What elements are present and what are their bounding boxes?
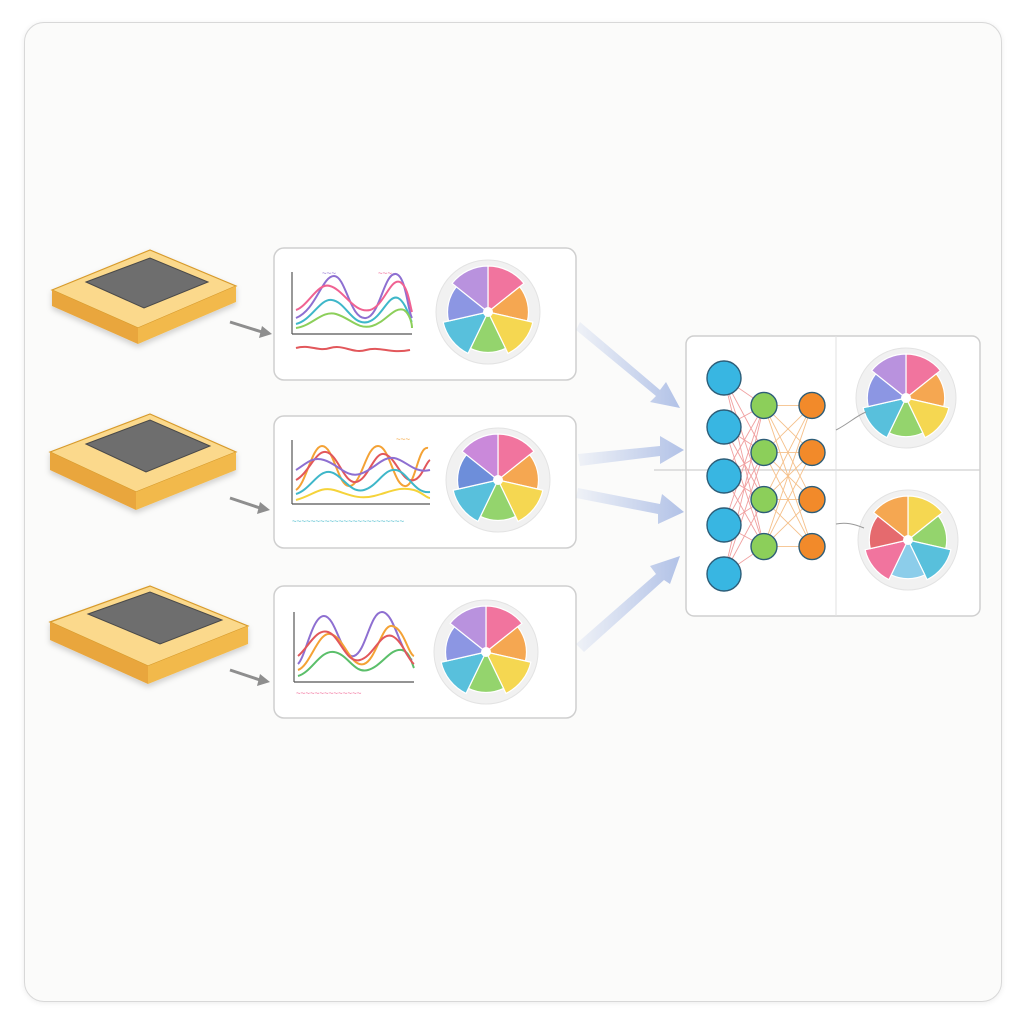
sensor-chip-icon [48, 585, 250, 684]
network-node [798, 532, 826, 561]
rose-petal [461, 433, 499, 482]
sensor-chip-icon [48, 413, 238, 510]
rose-petal [496, 479, 544, 523]
color-wheel-rose-chart-icon [435, 259, 541, 365]
rose-petal [870, 353, 907, 400]
svg-text:~~~: ~~~ [322, 269, 336, 278]
sensor-chip-icon [50, 249, 238, 344]
rose-petal [449, 605, 487, 654]
network-node [798, 391, 826, 420]
rose-petal [904, 397, 950, 439]
svg-text:~~~~~~~~~~~~~~: ~~~~~~~~~~~~~~ [296, 689, 362, 698]
arrow-right-icon [229, 320, 272, 338]
input-row-1: ~~~ ~~~ [50, 247, 577, 381]
color-wheel-rose-chart-icon [433, 599, 539, 705]
network-edge [763, 452, 813, 547]
network-node [706, 507, 742, 543]
svg-text:~~~: ~~~ [396, 435, 410, 444]
network-edge [763, 405, 813, 500]
color-wheel-rose-chart-icon [855, 347, 957, 449]
network-node [706, 360, 742, 396]
network-node [798, 485, 826, 514]
rose-petal [452, 479, 500, 523]
rose-hub [903, 535, 913, 545]
network-edge [723, 377, 765, 547]
rose-petal [440, 651, 488, 695]
rose-petal [872, 495, 909, 542]
color-wheel-rose-chart-icon [857, 489, 959, 591]
network-node [750, 438, 778, 467]
multi-wave-line-chart-icon: ~~~~~~~~~~~~~~ [293, 610, 415, 698]
network-node [798, 438, 826, 467]
network-node [750, 485, 778, 514]
network-node [750, 532, 778, 561]
output-panel [654, 335, 981, 617]
arrow-right-icon [229, 668, 270, 686]
network-edge [723, 405, 765, 575]
rose-petal [906, 539, 952, 581]
network-edge [763, 405, 813, 547]
network-node [706, 409, 742, 445]
svg-text:~~~~~~~~~~~~~~~~~~~~~~~~: ~~~~~~~~~~~~~~~~~~~~~~~~ [292, 517, 404, 526]
network-node [706, 458, 742, 494]
rose-petal [451, 265, 489, 314]
color-wheel-rose-chart-icon [445, 427, 551, 533]
network-edge [723, 377, 765, 500]
rose-petal [864, 539, 910, 581]
neural-network-icon [706, 360, 826, 592]
rose-hub [901, 393, 911, 403]
rose-petal [486, 311, 534, 355]
rose-petal [442, 311, 490, 355]
network-node [706, 556, 742, 592]
rose-hub [493, 475, 503, 485]
multi-wave-line-chart-icon: ~~~ ~~~ [291, 269, 413, 353]
rose-petal [862, 397, 908, 439]
input-row-3: ~~~~~~~~~~~~~~ [48, 585, 577, 719]
network-node [750, 391, 778, 420]
rose-hub [481, 647, 491, 657]
rose-hub [483, 307, 493, 317]
arrow-right-icon [229, 496, 270, 514]
network-edge [723, 426, 765, 547]
network-edge [723, 452, 765, 575]
input-row-2: ~~~ ~~~~~~~~~~~~~~~~~~~~~~~~ [48, 413, 577, 549]
rose-petal [484, 651, 532, 695]
multi-wave-line-chart-icon: ~~~ ~~~~~~~~~~~~~~~~~~~~~~~~ [291, 435, 431, 526]
svg-text:~~~: ~~~ [378, 269, 392, 278]
network-edge [723, 405, 765, 526]
wide-arrow-icon [576, 322, 684, 652]
